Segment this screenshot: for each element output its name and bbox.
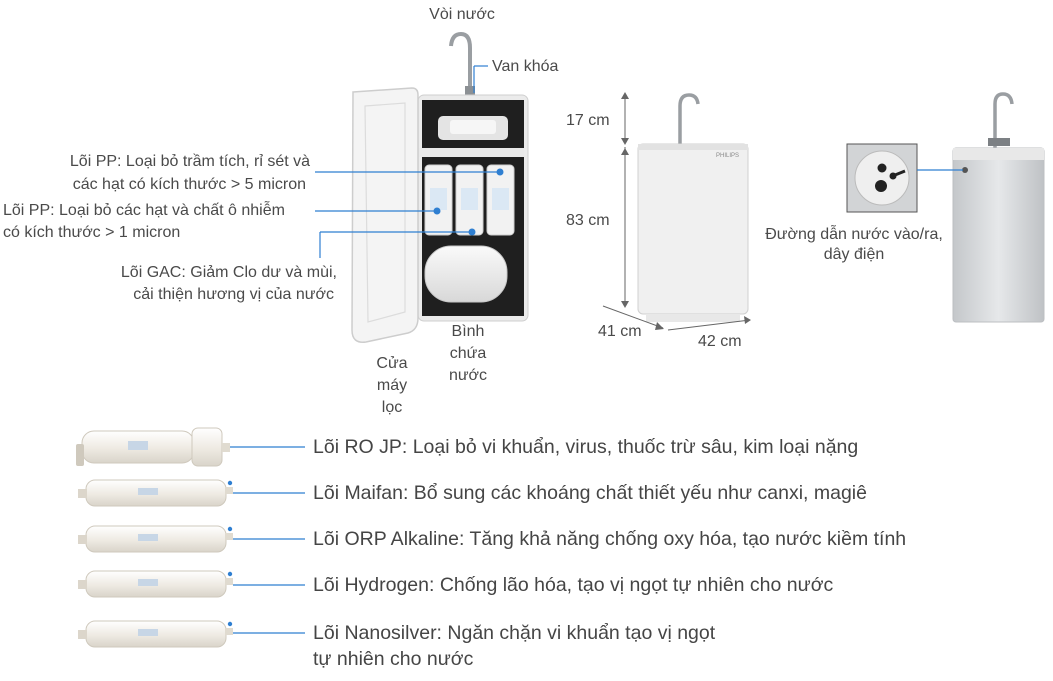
dim-top-height: 17 cm xyxy=(566,112,610,129)
machine-back-view xyxy=(846,92,1045,323)
dim-depth: 41 cm xyxy=(598,323,642,340)
leader-dots-main xyxy=(433,168,504,236)
brand-mark: PHILIPS xyxy=(716,153,739,159)
valve-label: Van khóa xyxy=(492,58,559,75)
door-panel xyxy=(351,87,419,343)
door-label-line2: máy xyxy=(376,377,408,394)
pp2-label-line1: Lõi PP: Loại bỏ các hạt và chất ô nhiễm xyxy=(3,202,285,219)
tank-label-line3: nước xyxy=(448,367,488,384)
dimension-arrows xyxy=(621,92,751,330)
cartridge-nanosilver-label-line1: Lõi Nanosilver: Ngăn chặn vi khuẩn tạo v… xyxy=(313,622,716,644)
faucet-icon xyxy=(678,93,700,145)
faucet-icon xyxy=(449,31,475,96)
cartridge-ro-label: Lõi RO JP: Loại bỏ vi khuẩn, virus, thuố… xyxy=(313,436,859,458)
port-hole-2 xyxy=(875,180,887,192)
cartridge-leader-lines xyxy=(230,446,305,634)
connector-label-line1: Đường dẫn nước vào/ra, xyxy=(765,226,943,243)
faucet-icon xyxy=(988,92,1014,148)
power-cord xyxy=(894,169,906,177)
door-label-line3: lọc xyxy=(381,399,403,416)
connector-label-line2: dây điện xyxy=(823,246,885,263)
cartridge-orp xyxy=(78,525,233,553)
shelf xyxy=(418,148,524,157)
dim-width: 42 cm xyxy=(698,333,742,350)
tank-label-line1: Bình xyxy=(451,323,485,340)
cartridge-hydrogen xyxy=(78,570,233,598)
port-hole-1 xyxy=(877,163,887,173)
pp1-label-line2: các hạt có kích thước > 5 micron xyxy=(72,176,306,193)
gac-label-line2: cải thiện hương vị của nước xyxy=(133,286,334,303)
back-panel-top xyxy=(953,148,1044,160)
ro-housing-inner xyxy=(450,120,496,134)
pp2-label-line2: có kích thước > 1 micron xyxy=(3,224,181,241)
cartridge-maifan xyxy=(78,479,233,507)
cartridge-nanosilver-label-line2: tự nhiên cho nước xyxy=(313,648,474,670)
dimension-lines xyxy=(602,94,751,331)
tank-label-line2: chứa xyxy=(449,345,487,362)
cartridge-ro xyxy=(76,427,230,467)
cartridge-nanosilver xyxy=(78,620,233,648)
machine-dimension-view: PHILIPS xyxy=(637,93,749,322)
back-port xyxy=(962,167,968,173)
leader-lines-main xyxy=(315,65,500,258)
pp1-label-line1: Lõi PP: Loại bỏ trầm tích, rỉ sét và xyxy=(69,153,310,170)
cabinet-base xyxy=(646,314,740,322)
cartridge-hydrogen-label: Lõi Hydrogen: Chống lão hóa, tạo vị ngọt… xyxy=(313,574,834,596)
machine-open-view xyxy=(351,31,529,343)
gac-label-line1: Lõi GAC: Giảm Clo dư và mùi, xyxy=(120,264,337,281)
cabinet-top-edge xyxy=(638,144,748,150)
connector-plate xyxy=(854,150,910,206)
cartridge-orp-label: Lõi ORP Alkaline: Tăng khả năng chống ox… xyxy=(313,528,907,550)
cartridge-maifan-label: Lõi Maifan: Bổ sung các khoáng chất thiế… xyxy=(313,482,867,504)
dim-body-height: 83 cm xyxy=(566,212,610,229)
filter-housings xyxy=(424,164,515,236)
cabinet-closed xyxy=(637,143,749,315)
door-ridges xyxy=(364,102,406,323)
back-panel xyxy=(952,147,1045,323)
faucet-label: Vòi nước xyxy=(429,6,495,23)
door-label-line1: Cửa xyxy=(376,355,408,372)
water-tank xyxy=(424,245,508,303)
